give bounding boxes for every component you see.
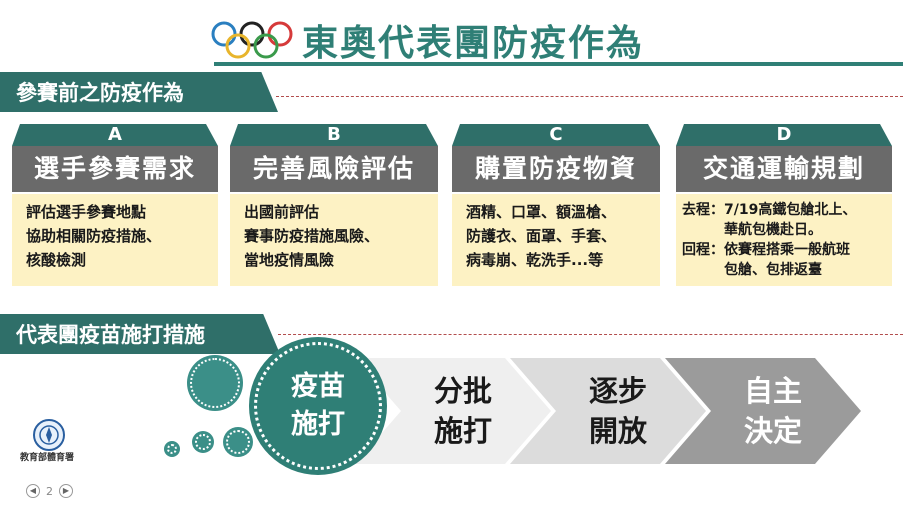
slide-pager: ◀ 2 ▶ <box>26 484 73 498</box>
page-number: 2 <box>46 484 53 498</box>
step-text: 決定 <box>743 414 802 448</box>
card-heading: 選手參賽需求 <box>12 146 218 192</box>
card-line: 核酸檢測 <box>26 251 87 269</box>
card-line: 酒精、口罩、額溫槍、 <box>466 203 617 221</box>
step-text: 施打 <box>291 409 345 440</box>
step-self-decision: 自主 決定 <box>665 358 861 464</box>
card-letter: D <box>676 124 892 146</box>
sports-administration-logo-icon <box>33 419 65 451</box>
step-text: 分批 <box>433 374 492 408</box>
section-title-vaccination: 代表團疫苗施打措施 <box>0 314 280 354</box>
card-body: 去程：7/19高鐵包艙北上、 華航包機赴日。 回程：依賽程搭乘一般航班 包艙、包… <box>676 194 892 286</box>
card-line: 病毒崩、乾洗手...等 <box>466 251 604 269</box>
card-heading: 交通運輸規劃 <box>676 146 892 192</box>
card-line: 當地疫情風險 <box>244 251 335 269</box>
card-line: 去程：7/19高鐵包艙北上、 <box>682 202 857 218</box>
previous-slide-icon[interactable]: ◀ <box>26 484 40 498</box>
page-title: 東奧代表團防疫作為 <box>302 23 645 64</box>
card-line: 防護衣、面罩、手套、 <box>466 227 617 245</box>
step-text: 逐步 <box>588 374 647 408</box>
step-text: 疫苗 <box>291 371 345 402</box>
section-divider <box>276 96 903 97</box>
decorative-dot <box>190 358 240 408</box>
card-heading: 購置防疫物資 <box>452 146 660 192</box>
card-risk-assessment: B 完善風險評估 出國前評估 賽事防疫措施風險、 當地疫情風險 <box>230 124 438 286</box>
card-letter: C <box>452 124 660 146</box>
card-line: 華航包機赴日。 <box>682 222 822 238</box>
title-underline <box>214 62 903 66</box>
card-line: 評估選手參賽地點 <box>26 203 147 221</box>
card-line: 回程：依賽程搭乘一般航班 <box>682 242 850 258</box>
section-divider <box>278 334 903 335</box>
card-letter: A <box>12 124 218 146</box>
step-text: 施打 <box>433 414 492 448</box>
card-body: 出國前評估 賽事防疫措施風險、 當地疫情風險 <box>230 194 438 286</box>
card-line: 協助相關防疫措施、 <box>26 227 162 245</box>
decorative-dot <box>226 430 250 454</box>
card-body: 酒精、口罩、額溫槍、 防護衣、面罩、手套、 病毒崩、乾洗手...等 <box>452 194 660 286</box>
card-body: 評估選手參賽地點 協助相關防疫措施、 核酸檢測 <box>12 194 218 286</box>
card-line: 包艙、包排返臺 <box>682 262 822 278</box>
card-athlete-needs: A 選手參賽需求 評估選手參賽地點 協助相關防疫措施、 核酸檢測 <box>12 124 218 286</box>
decorative-dot <box>195 434 211 450</box>
step-vaccination: 疫苗 施打 <box>254 342 382 470</box>
section-title-pre-competition: 參賽前之防疫作為 <box>0 72 278 112</box>
step-text: 自主 <box>743 374 802 408</box>
card-line: 賽事防疫措施風險、 <box>244 227 380 245</box>
olympic-rings-icon <box>211 21 293 59</box>
card-heading: 完善風險評估 <box>230 146 438 192</box>
card-letter: B <box>230 124 438 146</box>
next-slide-icon[interactable]: ▶ <box>59 484 73 498</box>
card-supplies: C 購置防疫物資 酒精、口罩、額溫槍、 防護衣、面罩、手套、 病毒崩、乾洗手..… <box>452 124 660 286</box>
card-transportation: D 交通運輸規劃 去程：7/19高鐵包艙北上、 華航包機赴日。 回程：依賽程搭乘… <box>676 124 892 286</box>
logo-label: 教育部體育署 <box>20 453 75 463</box>
decorative-dot <box>167 444 177 454</box>
step-batch-vaccination: 分批 施打 <box>355 358 551 464</box>
step-text: 開放 <box>588 414 647 448</box>
card-line: 出國前評估 <box>244 203 320 221</box>
